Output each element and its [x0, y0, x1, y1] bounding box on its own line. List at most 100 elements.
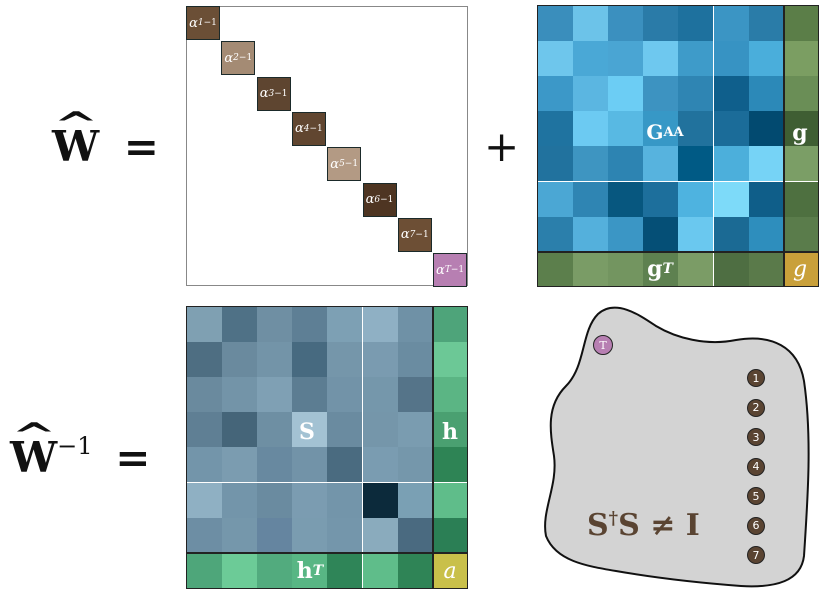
g-matrix-cell: [538, 181, 574, 217]
g-matrix-cell: [678, 146, 714, 182]
g-matrix-cell: [538, 76, 574, 112]
s-matrix-cell: [397, 377, 433, 413]
s-matrix-cell: [397, 342, 433, 378]
g-matrix-cell: [573, 146, 609, 182]
g-matrix-cell: [608, 216, 644, 252]
s-matrix-cell: [362, 342, 398, 378]
s-matrix-cell: [292, 517, 328, 553]
s-matrix-divider-vertical: [431, 307, 434, 588]
g-matrix-cell: [748, 181, 784, 217]
s-matrix-cell: [187, 482, 223, 518]
g-matrix-cell: [538, 146, 574, 182]
graph-node-3: 3: [747, 428, 765, 446]
g-matrix-cell: [643, 6, 679, 42]
g-matrix-cell: [643, 181, 679, 217]
g-matrix-cell: [573, 111, 609, 147]
s-matrix-cell: [397, 412, 433, 448]
s-matrix-cell: [187, 377, 223, 413]
g-matrix-cell: [538, 41, 574, 77]
g-matrix-cell: [573, 216, 609, 252]
plus-sign: +: [484, 122, 520, 171]
s-matrix-cell: [362, 447, 398, 483]
g-matrix-cell: [713, 41, 749, 77]
g-matrix-side-cell: [783, 76, 818, 112]
g-matrix-cell: [573, 6, 609, 42]
s-matrix-cell: [397, 517, 433, 553]
g-matrix-cell: [643, 41, 679, 77]
s-matrix-cell: [257, 307, 293, 343]
g-matrix-bottom-cell: [713, 251, 749, 286]
s-matrix-cell: [292, 412, 328, 448]
g-matrix-cell: [748, 6, 784, 42]
w-inv-hat-symbol: W: [10, 433, 57, 482]
diagonal-matrix: [186, 6, 468, 286]
s-matrix-cell: [187, 412, 223, 448]
g-matrix-cell: [748, 146, 784, 182]
g-matrix-bottom-cell: [608, 251, 644, 286]
g-matrix-cell: [608, 41, 644, 77]
s-matrix-side-cell: [432, 342, 467, 378]
s-matrix-cell: [362, 412, 398, 448]
s-matrix-cell: [222, 517, 258, 553]
s-matrix-cell: [222, 307, 258, 343]
s-matrix-cell: [257, 377, 293, 413]
s-matrix-side-cell: [432, 482, 467, 518]
g-matrix-bottom-cell: [573, 251, 609, 286]
inverse-exponent: −1: [57, 432, 93, 460]
g-matrix-cell: [538, 216, 574, 252]
s-matrix-cell: [327, 482, 363, 518]
w-hat-label: W =: [52, 122, 159, 171]
dagger-sup: †: [608, 508, 619, 529]
g-matrix-cell: [713, 76, 749, 112]
s-matrix-cell: [397, 307, 433, 343]
s-matrix-cell: [222, 342, 258, 378]
equals-sign-top: =: [123, 122, 159, 171]
s-matrix-cell: [257, 412, 293, 448]
s-matrix-side-cell: [432, 412, 467, 448]
g-matrix-cell: [643, 216, 679, 252]
s-matrix-cell: [187, 517, 223, 553]
g-matrix-cell: [748, 111, 784, 147]
g-matrix-cell: [573, 181, 609, 217]
h-transpose-sup: T: [312, 563, 324, 579]
s-matrix-cell: [327, 342, 363, 378]
s-matrix-cell: [327, 517, 363, 553]
g-matrix-divider-horizontal: [538, 250, 818, 253]
s-matrix-cell: [292, 342, 328, 378]
graph-node-6: 6: [747, 516, 765, 535]
s-matrix-cell: [327, 412, 363, 448]
g-aa-subscript: AA: [663, 124, 684, 140]
graph-node-2: 2: [747, 398, 765, 417]
g-matrix-cell: [643, 111, 679, 147]
g-side-label: g: [792, 120, 808, 146]
g-matrix-side-cell: [783, 111, 818, 147]
g-matrix-cell: [678, 181, 714, 217]
g-matrix-divider-vertical: [782, 6, 785, 286]
s-matrix-bottom-cell: [327, 552, 363, 588]
s-matrix-cell: [222, 377, 258, 413]
s-matrix-bottom-cell: [362, 552, 398, 588]
g-corner-label: g: [792, 256, 808, 282]
s-matrix-cell: [257, 447, 293, 483]
s-matrix-cell: [187, 307, 223, 343]
g-matrix-cell: [713, 181, 749, 217]
g-matrix-cell: [538, 6, 574, 42]
w-inverse-label: W−1 =: [10, 432, 150, 482]
g-matrix-cell: [713, 216, 749, 252]
g-matrix-cell: [713, 6, 749, 42]
s-matrix-bottom-cell: [187, 552, 223, 588]
s-matrix-cell: [257, 342, 293, 378]
s-matrix-side-cell: [432, 377, 467, 413]
graph-node-1: 1: [747, 369, 765, 387]
s-matrix-cell: [327, 377, 363, 413]
s-matrix-cell: [397, 482, 433, 518]
g-matrix-cell: [573, 41, 609, 77]
s-matrix-divider-horizontal: [187, 551, 467, 554]
